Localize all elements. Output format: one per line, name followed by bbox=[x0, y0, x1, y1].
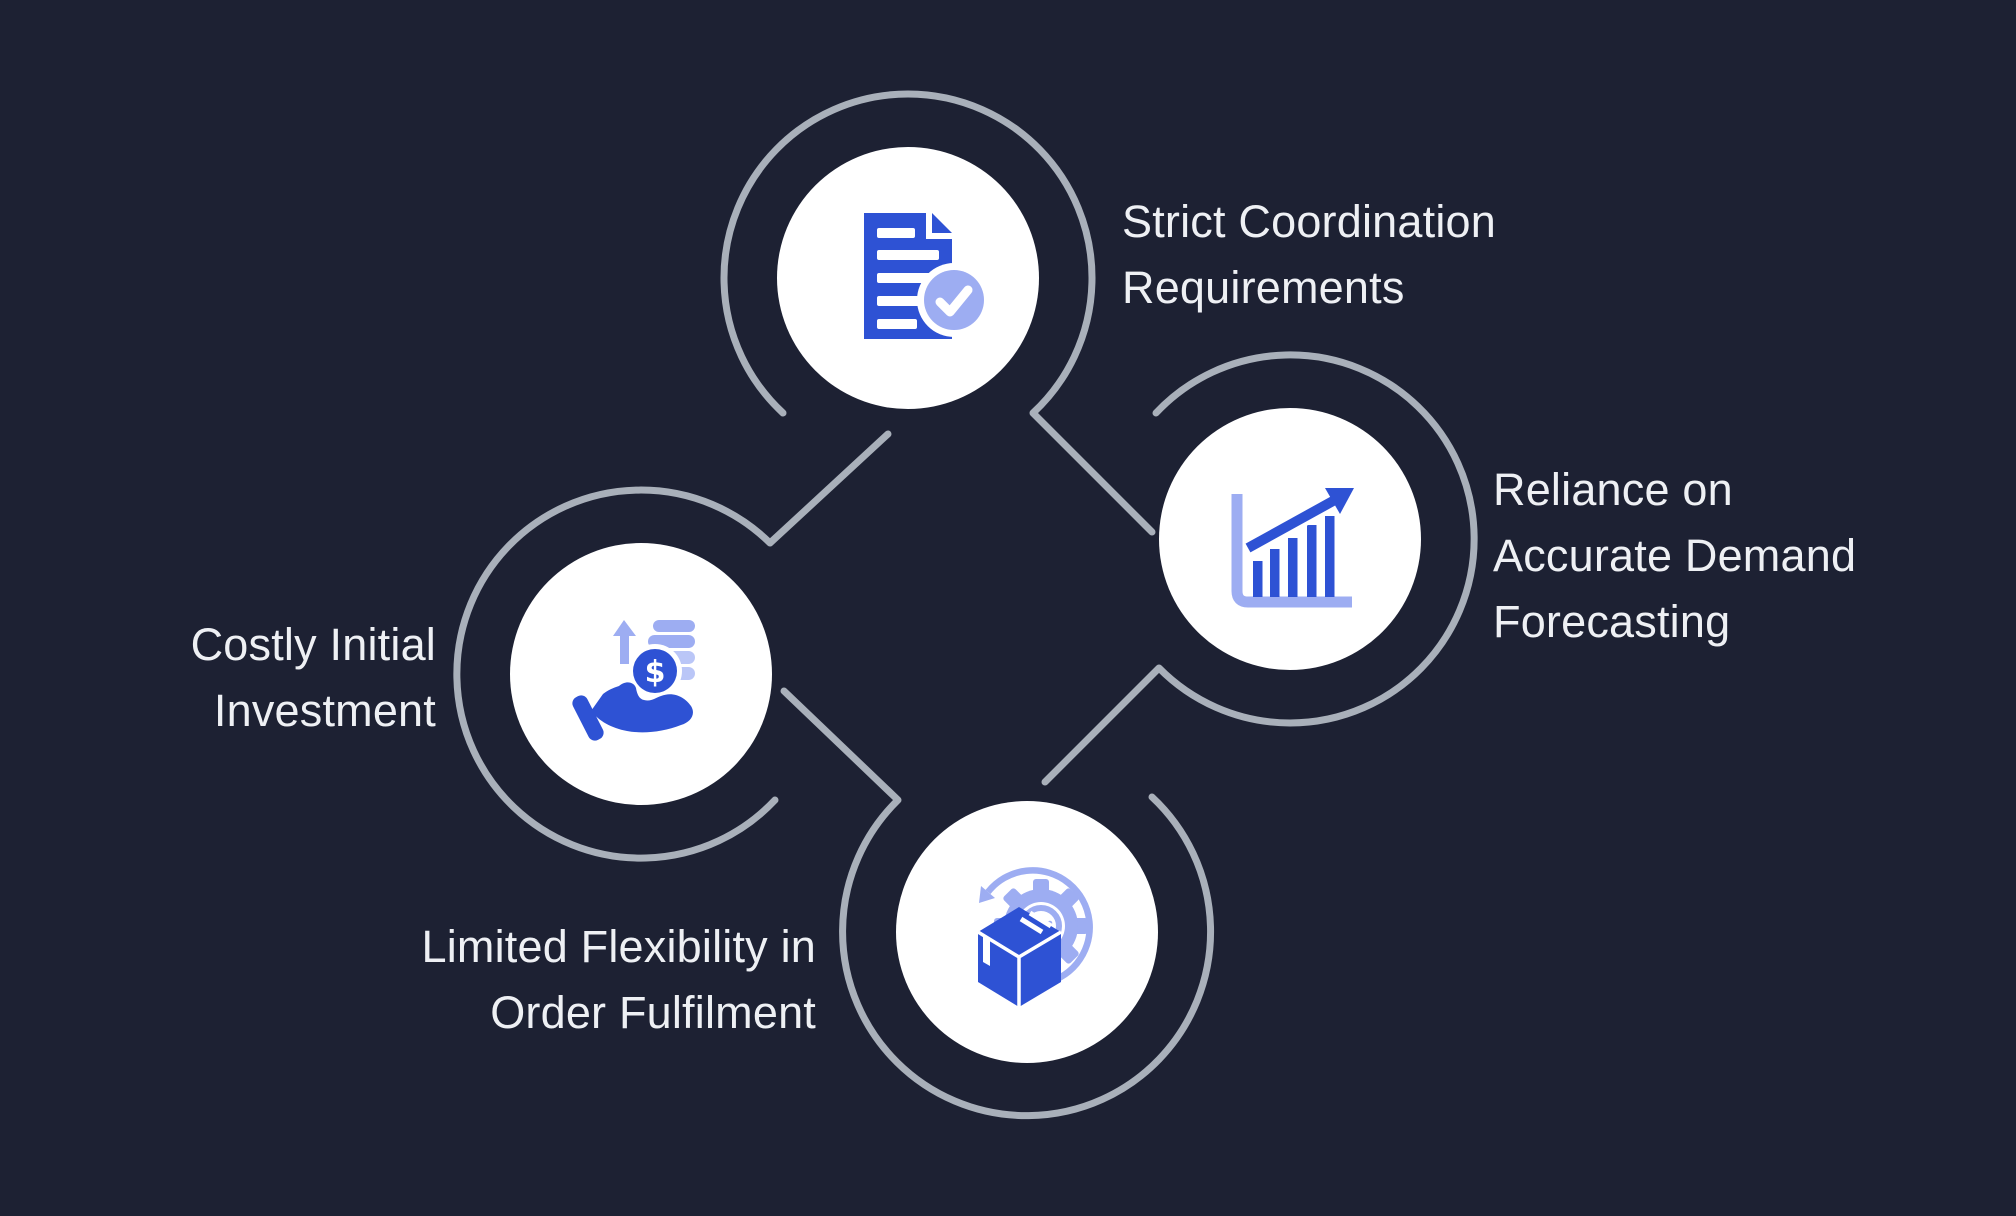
label-line: Forecasting bbox=[1493, 596, 1731, 647]
dollar-symbol: $ bbox=[645, 655, 666, 690]
connector-arc-right bbox=[1041, 351, 1478, 786]
connector-arc-left bbox=[453, 430, 892, 862]
document-check-icon bbox=[864, 213, 991, 339]
connector-arc-top bbox=[720, 90, 1156, 536]
label-costly-investment: Costly Initial Investment bbox=[191, 612, 436, 744]
label-line: Requirements bbox=[1122, 262, 1405, 313]
label-line: Investment bbox=[213, 685, 436, 736]
label-line: Accurate Demand bbox=[1493, 530, 1857, 581]
box-gear-icon bbox=[977, 867, 1093, 1007]
hand-coin-icon: $ bbox=[572, 620, 695, 741]
label-strict-coordination: Strict Coordination Requirements bbox=[1122, 189, 1496, 321]
label-line: Limited Flexibility in bbox=[421, 921, 816, 972]
label-line: Order Fulfilment bbox=[490, 987, 816, 1038]
label-demand-forecasting: Reliance on Accurate Demand Forecasting bbox=[1493, 457, 1856, 655]
label-line: Reliance on bbox=[1493, 464, 1733, 515]
growth-chart-icon bbox=[1231, 488, 1354, 608]
connector-arc-bottom bbox=[780, 687, 1215, 1120]
label-line: Strict Coordination bbox=[1122, 196, 1496, 247]
label-limited-flexibility: Limited Flexibility in Order Fulfilment bbox=[421, 914, 816, 1046]
label-line: Costly Initial bbox=[190, 619, 436, 670]
